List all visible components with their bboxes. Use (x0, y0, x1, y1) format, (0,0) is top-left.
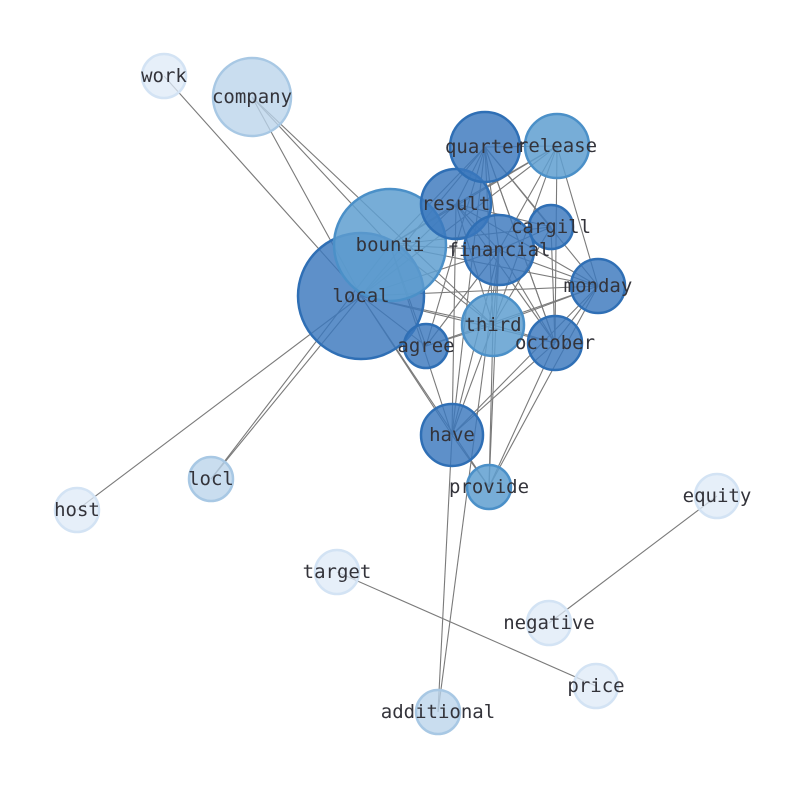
node-label-local: local (332, 285, 389, 307)
edge-result-have (451, 203, 457, 436)
node-third[interactable] (460, 292, 526, 358)
node-release[interactable] (523, 112, 591, 180)
node-negative[interactable] (525, 599, 573, 647)
node-additional[interactable] (414, 688, 462, 736)
node-october[interactable] (526, 314, 584, 372)
node-label-release: release (517, 135, 597, 157)
node-label-work: work (141, 65, 187, 87)
node-label-equity: equity (683, 485, 752, 507)
node-cargill[interactable] (527, 203, 575, 251)
node-have[interactable] (419, 402, 485, 468)
node-work[interactable] (140, 52, 188, 100)
node-label-cargill: cargill (511, 216, 591, 238)
edge-target-price (336, 571, 597, 687)
node-label-negative: negative (503, 612, 595, 634)
node-label-have: have (429, 424, 475, 446)
edge-financial-provide (488, 249, 500, 488)
node-label-result: result (422, 193, 491, 215)
node-provide[interactable] (465, 463, 513, 511)
node-host[interactable] (53, 486, 101, 534)
node-label-company: company (212, 86, 292, 108)
node-label-price: price (567, 675, 624, 697)
edge-monday-provide (488, 285, 599, 488)
node-result[interactable] (419, 167, 493, 241)
node-target[interactable] (313, 548, 361, 596)
edge-equity-negative (548, 495, 718, 624)
node-label-additional: additional (381, 701, 495, 723)
node-label-target: target (303, 561, 372, 583)
edge-monday-have (451, 285, 599, 436)
node-label-monday: monday (564, 275, 633, 297)
node-label-host: host (54, 499, 100, 521)
node-equity[interactable] (693, 472, 741, 520)
node-label-quarter: quarter (445, 136, 525, 158)
node-financial[interactable] (462, 213, 536, 287)
node-label-bounti: bounti (356, 234, 425, 256)
node-monday[interactable] (569, 257, 627, 315)
node-agree[interactable] (402, 322, 450, 370)
node-label-third: third (464, 314, 521, 336)
node-locl[interactable] (187, 455, 235, 503)
node-bounti[interactable] (332, 187, 448, 303)
node-label-financial: financial (448, 239, 551, 261)
node-price[interactable] (572, 662, 620, 710)
node-quarter[interactable] (448, 110, 522, 184)
node-layer (53, 52, 741, 736)
edge-have-additional (437, 434, 453, 713)
node-label-october: october (515, 332, 595, 354)
node-company[interactable] (211, 56, 293, 138)
node-label-agree: agree (397, 335, 454, 357)
edge-layer (76, 75, 718, 713)
label-layer: work company host locl local bounti result quar… (54, 65, 751, 723)
node-label-locl: locl (188, 468, 234, 490)
node-label-provide: provide (449, 476, 529, 498)
